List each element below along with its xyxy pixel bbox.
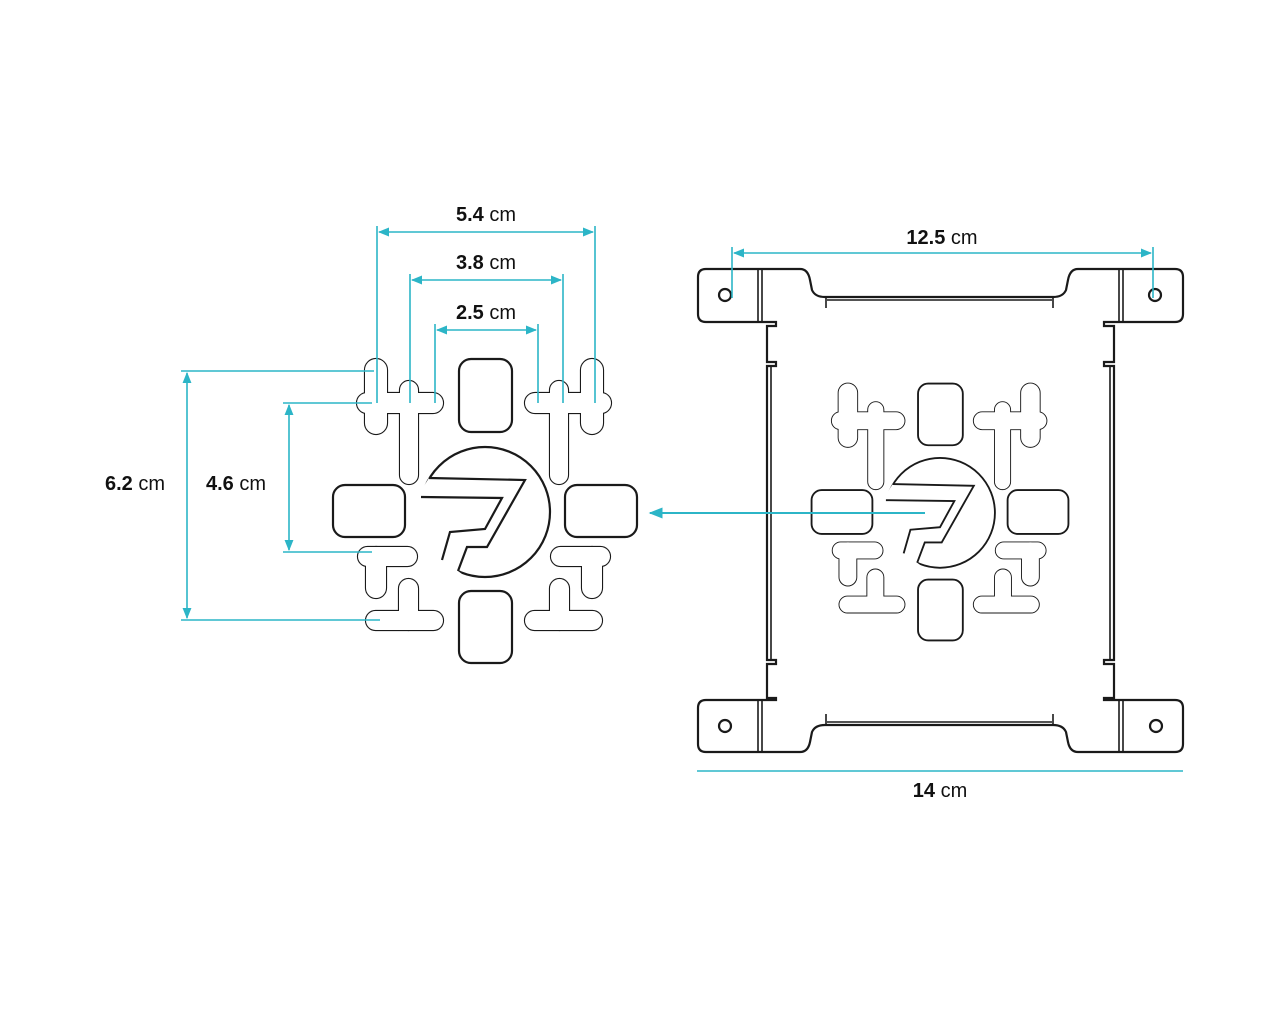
- dimension-label-12-5: 12.5 cm: [906, 227, 977, 249]
- dimension-label-2-5: 2.5 cm: [456, 302, 516, 324]
- dimension-label-5-4: 5.4 cm: [456, 204, 516, 226]
- dimension-label-4-6: 4.6 cm: [206, 473, 266, 495]
- dimension-lines: [181, 226, 1183, 772]
- dimension-label-6-2: 6.2 cm: [105, 473, 165, 495]
- dimension-label-14: 14 cm: [913, 780, 967, 802]
- mounting-bracket-right: [696, 267, 1185, 754]
- adapter-plate-left: [331, 357, 639, 665]
- dimension-label-3-8: 3.8 cm: [456, 252, 516, 274]
- screw-hole-icon: [717, 287, 1164, 734]
